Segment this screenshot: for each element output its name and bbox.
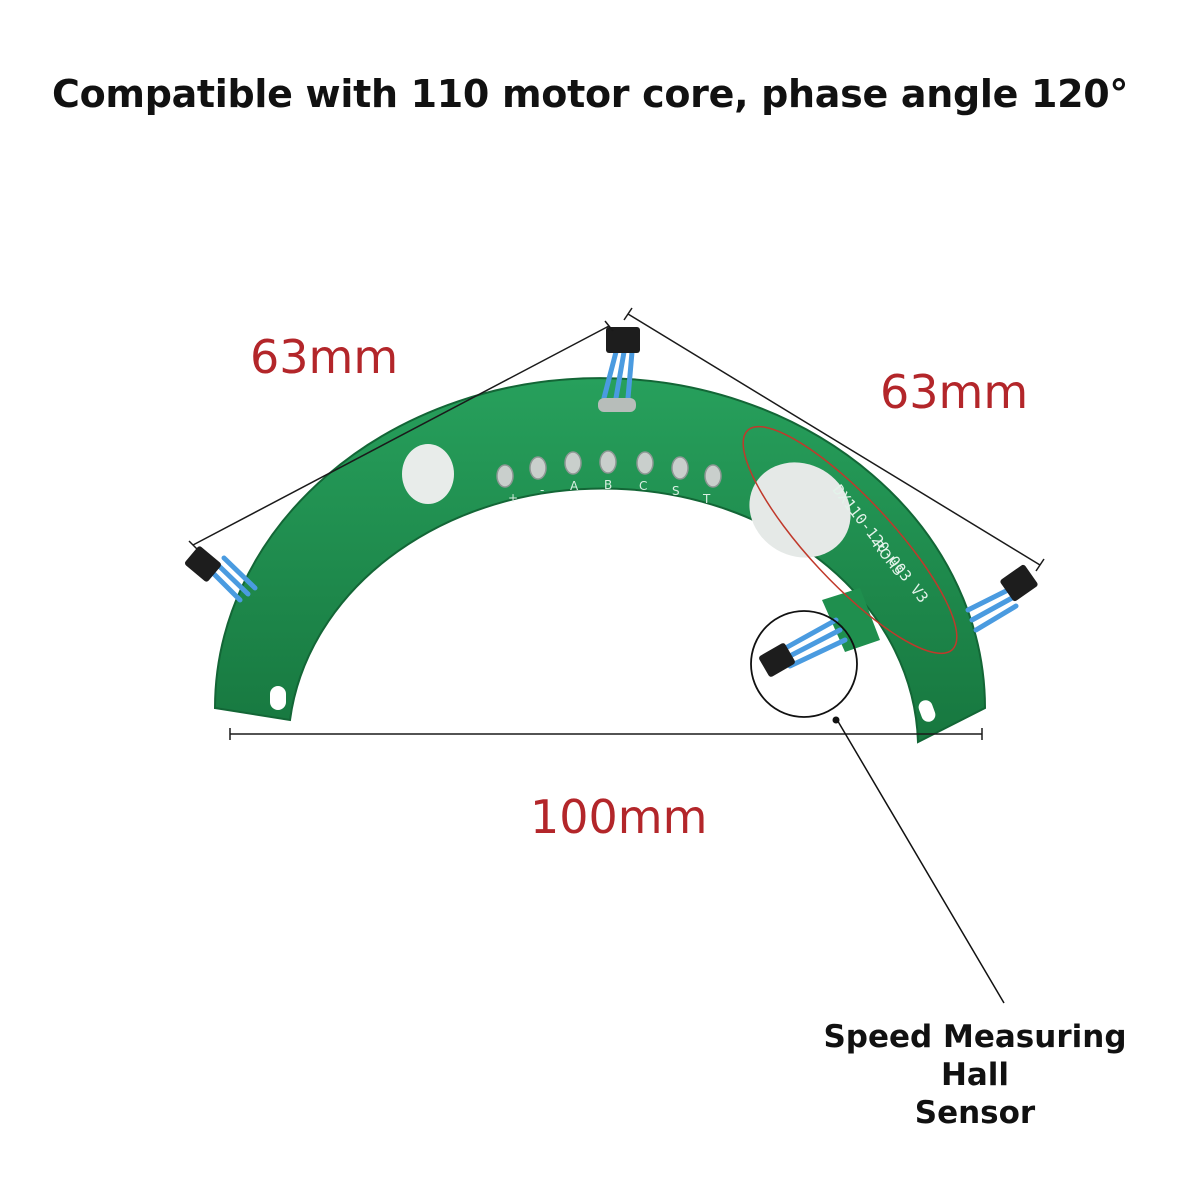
pcb-sensor-tab bbox=[822, 588, 880, 652]
pad-label-t: T bbox=[702, 492, 711, 506]
mounting-hole-left bbox=[270, 686, 286, 710]
hall-sensor-speed bbox=[759, 617, 848, 677]
annotation-ellipse-highlight bbox=[742, 425, 958, 655]
pad-label-a: A bbox=[570, 479, 579, 493]
pad-label-minus: - bbox=[540, 483, 544, 497]
callout-leader-line bbox=[835, 717, 1005, 1004]
solder-pads bbox=[496, 450, 722, 488]
callout-label-line2: Sensor bbox=[914, 1095, 1036, 1131]
hall-sensor-top bbox=[598, 327, 640, 412]
callout-label: Speed Measuring Hall Sensor bbox=[790, 1018, 1160, 1132]
dimension-label-bottom: 100mm bbox=[530, 790, 708, 844]
hall-sensor-right bbox=[965, 564, 1038, 633]
pad-label-b: B bbox=[604, 478, 612, 492]
pcb-board bbox=[213, 377, 987, 744]
dimension-lines bbox=[188, 307, 1045, 740]
mounting-hole-right bbox=[918, 700, 936, 722]
dimension-label-right: 63mm bbox=[880, 365, 1029, 419]
page-title: Compatible with 110 motor core, phase an… bbox=[52, 72, 1129, 116]
dimension-label-left: 63mm bbox=[250, 330, 399, 384]
glue-blob-left bbox=[402, 444, 454, 504]
callout-leader-dot bbox=[832, 716, 840, 724]
dimension-line-right bbox=[627, 313, 1041, 566]
pad-label-plus: + bbox=[508, 491, 518, 505]
hall-sensor-left bbox=[185, 546, 258, 603]
pad-label-s: S bbox=[672, 484, 680, 498]
callout-label-line1: Speed Measuring Hall bbox=[823, 1019, 1127, 1093]
pad-label-c: C bbox=[639, 479, 647, 493]
callout-circle bbox=[750, 610, 858, 718]
glue-blob-right bbox=[749, 462, 851, 558]
dimension-line-left bbox=[192, 325, 610, 546]
